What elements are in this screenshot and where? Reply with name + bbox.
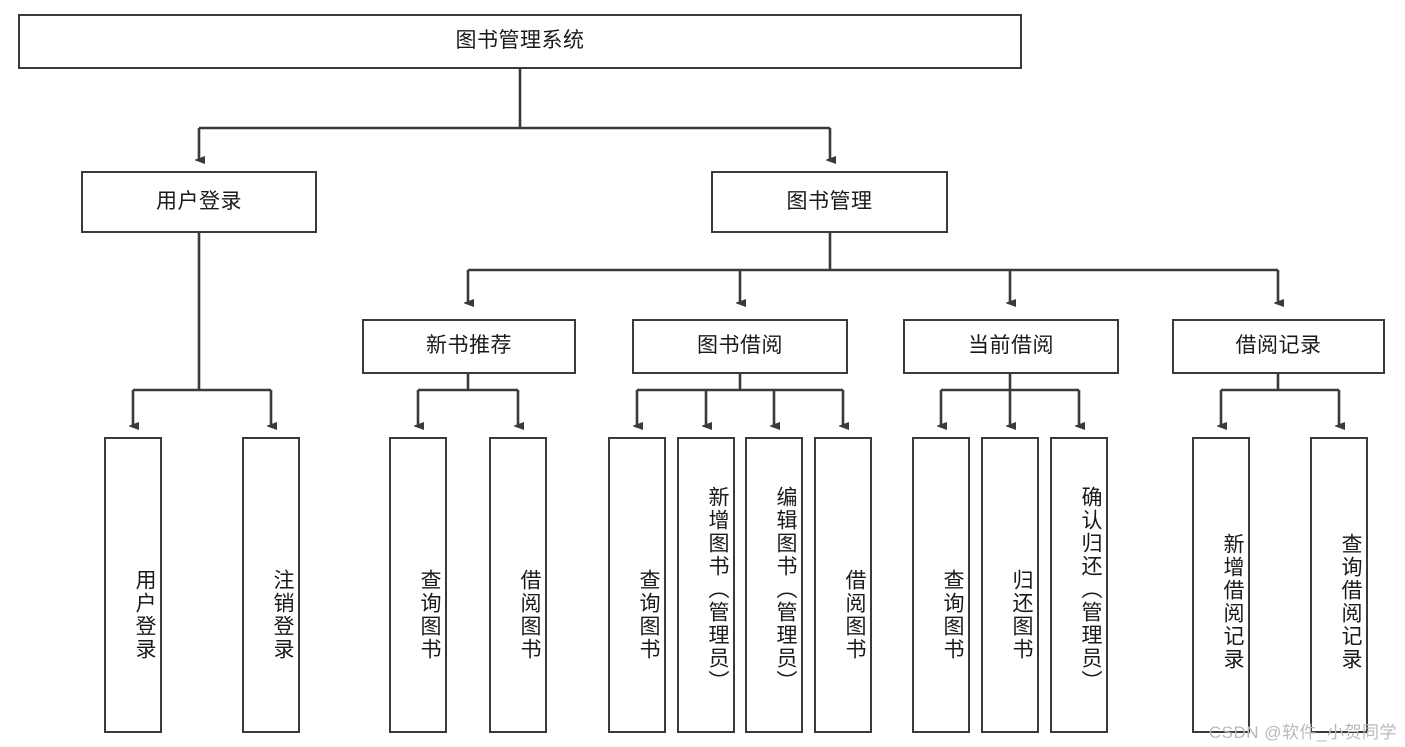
node-label: 确认归还（管理员） (1079, 485, 1102, 693)
node-leaf-confirm-return-admin[interactable]: 确认归还（管理员） (1050, 437, 1108, 733)
node-root-book-management-system[interactable]: 图书管理系统 (18, 14, 1022, 69)
node-leaf-query-book-borrow[interactable]: 查询图书 (608, 437, 666, 733)
node-leaf-edit-book-admin[interactable]: 编辑图书（管理员） (745, 437, 803, 733)
node-book-borrow[interactable]: 图书借阅 (632, 319, 848, 374)
node-leaf-borrow-book[interactable]: 借阅图书 (814, 437, 872, 733)
node-leaf-query-book-recommend[interactable]: 查询图书 (389, 437, 447, 733)
node-label: 借阅图书 (518, 569, 541, 661)
node-leaf-add-borrow-record[interactable]: 新增借阅记录 (1192, 437, 1250, 733)
node-label: 借阅记录 (1235, 334, 1322, 358)
node-label: 注销登录 (271, 569, 294, 661)
node-leaf-return-book[interactable]: 归还图书 (981, 437, 1039, 733)
node-label: 借阅图书 (843, 569, 866, 661)
node-label: 查询借阅记录 (1339, 533, 1362, 671)
node-leaf-add-book-admin[interactable]: 新增图书（管理员） (677, 437, 735, 733)
node-new-book-recommend[interactable]: 新书推荐 (362, 319, 576, 374)
node-label: 用户登录 (156, 189, 242, 213)
node-leaf-logout[interactable]: 注销登录 (242, 437, 300, 733)
node-label: 图书管理系统 (455, 29, 585, 53)
node-user-login[interactable]: 用户登录 (81, 171, 317, 233)
node-label: 新增借阅记录 (1221, 533, 1244, 671)
node-book-management[interactable]: 图书管理 (711, 171, 948, 233)
node-label: 图书管理 (786, 189, 873, 213)
node-label: 当前借阅 (968, 334, 1054, 358)
node-current-borrow[interactable]: 当前借阅 (903, 319, 1119, 374)
csdn-watermark: CSDN @软件_小贺同学 (1208, 723, 1397, 742)
node-label: 归还图书 (1010, 569, 1033, 661)
node-leaf-user-login[interactable]: 用户登录 (104, 437, 162, 733)
node-borrow-record[interactable]: 借阅记录 (1172, 319, 1385, 374)
node-label: 新书推荐 (426, 334, 512, 358)
node-label: 查询图书 (418, 569, 441, 661)
node-label: 查询图书 (941, 569, 964, 661)
node-label: 图书借阅 (697, 334, 783, 358)
node-leaf-query-borrow-record[interactable]: 查询借阅记录 (1310, 437, 1368, 733)
node-label: 编辑图书（管理员） (774, 485, 797, 693)
node-label: 新增图书（管理员） (706, 485, 729, 693)
node-label: 查询图书 (637, 569, 660, 661)
node-leaf-query-book-current[interactable]: 查询图书 (912, 437, 970, 733)
node-label: 用户登录 (133, 569, 156, 661)
node-leaf-borrow-book-recommend[interactable]: 借阅图书 (489, 437, 547, 733)
